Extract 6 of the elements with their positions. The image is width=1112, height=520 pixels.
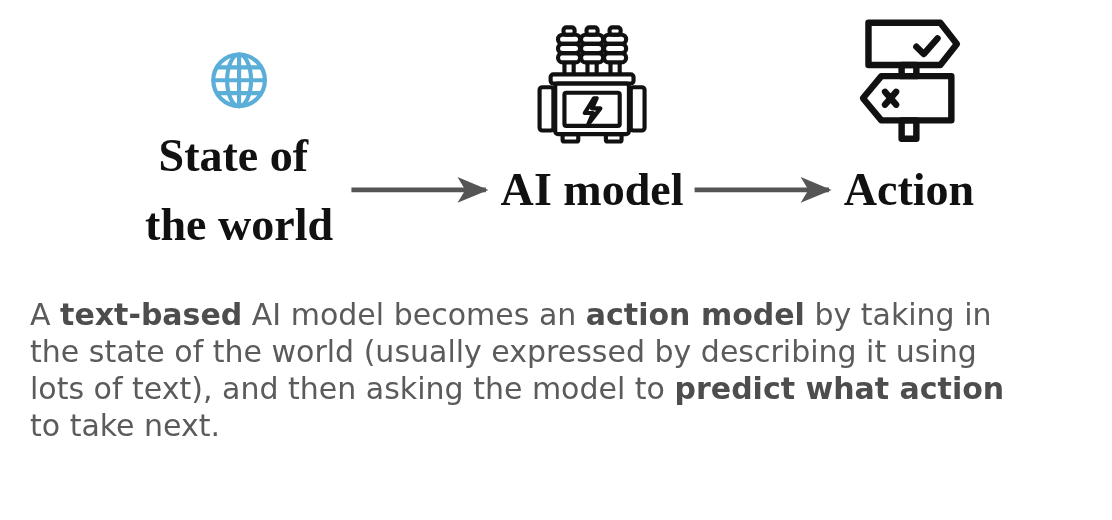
node-label: AI model [500, 162, 684, 218]
arrow [351, 177, 489, 203]
node-label: Action [843, 162, 975, 218]
caption-text: A text-based AI model becomes an action model by taking in the state of the world (usually expressed by describing it using lots of text), and then asking the model to predict what action to take next. [30, 296, 1006, 444]
arrow [694, 177, 832, 203]
node-label: State of the world [144, 128, 335, 252]
